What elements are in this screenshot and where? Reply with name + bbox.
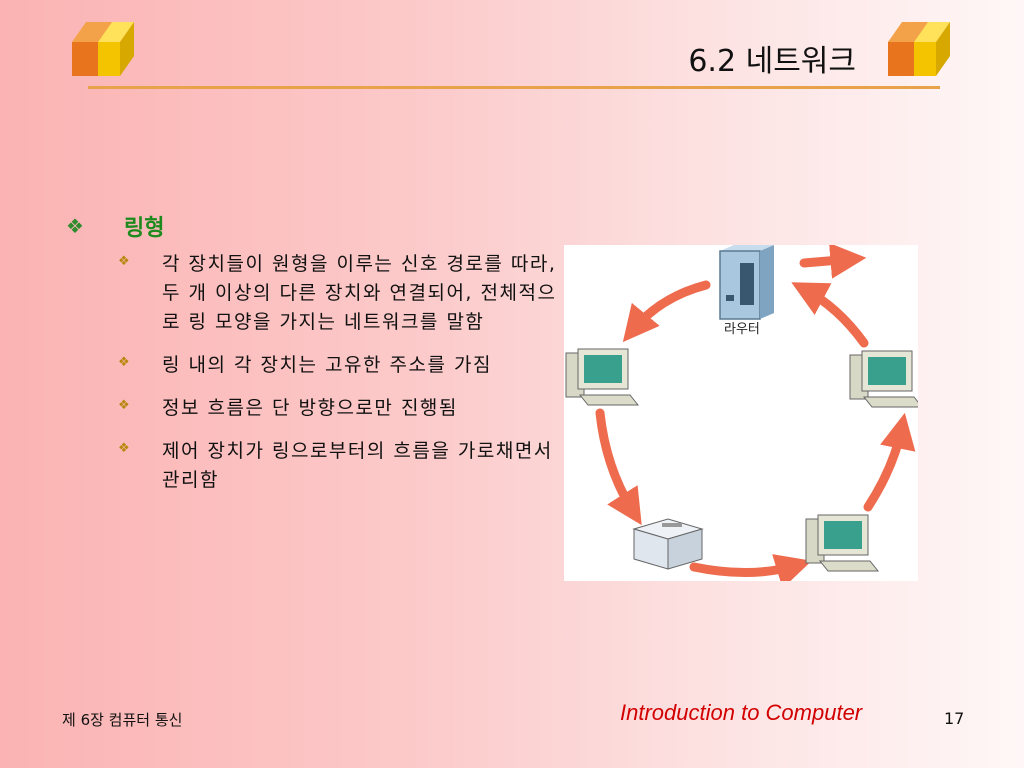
- list-item: ❖ 각 장치들이 원형을 이루는 신호 경로를 따라, 두 개 이상의 다른 장…: [118, 250, 558, 337]
- bullet-list: ❖ 각 장치들이 원형을 이루는 신호 경로를 따라, 두 개 이상의 다른 장…: [118, 250, 558, 509]
- title-divider: [88, 86, 940, 89]
- printer-icon: [632, 518, 704, 570]
- ring-arrows: [595, 245, 916, 581]
- slide-title: 6.2 네트워크: [688, 44, 856, 79]
- cube-logo-icon: [888, 22, 950, 76]
- arrow-left-top: [622, 280, 711, 343]
- list-item: ❖ 제어 장치가 링으로부터의 흐름을 가로채면서 관리함: [118, 437, 558, 495]
- arrow-bottom: [689, 554, 812, 581]
- diamond-bullet-icon: ❖: [118, 254, 130, 269]
- footer-chapter: 제 6장 컴퓨터 통신: [62, 711, 183, 729]
- section-heading: ❖ 링형: [66, 210, 164, 242]
- list-item: ❖ 정보 흐름은 단 방향으로만 진행됨: [118, 394, 558, 423]
- router-icon: [719, 245, 774, 320]
- bullet-text: 각 장치들이 원형을 이루는 신호 경로를 따라, 두 개 이상의 다른 장치와…: [162, 253, 557, 333]
- computer-icon: [805, 514, 880, 572]
- computer-icon: [849, 350, 918, 408]
- diamond-bullet-icon: ❖: [118, 398, 130, 413]
- arrow-left-down: [595, 408, 642, 526]
- ring-network-diagram: 라우터: [564, 245, 918, 581]
- diamond-bullet-icon: ❖: [118, 441, 130, 456]
- cube-logo-icon: [72, 22, 134, 76]
- bullet-text: 정보 흐름은 단 방향으로만 진행됨: [162, 397, 458, 419]
- footer-course-title: Introduction to Computer: [620, 700, 863, 725]
- diamond-bullet-icon: ❖: [66, 214, 84, 238]
- router-label: 라우터: [724, 322, 760, 337]
- arrow-top-right: [791, 282, 869, 348]
- arrow-right-up: [863, 412, 916, 512]
- page-number: 17: [944, 709, 965, 728]
- computer-icon: [565, 348, 640, 406]
- arrow-router-to-right: [799, 245, 867, 279]
- bullet-text: 제어 장치가 링으로부터의 흐름을 가로채면서 관리함: [162, 440, 553, 491]
- section-heading-label: 링형: [124, 216, 165, 241]
- list-item: ❖ 링 내의 각 장치는 고유한 주소를 가짐: [118, 351, 558, 380]
- diamond-bullet-icon: ❖: [118, 355, 130, 370]
- bullet-text: 링 내의 각 장치는 고유한 주소를 가짐: [162, 354, 492, 376]
